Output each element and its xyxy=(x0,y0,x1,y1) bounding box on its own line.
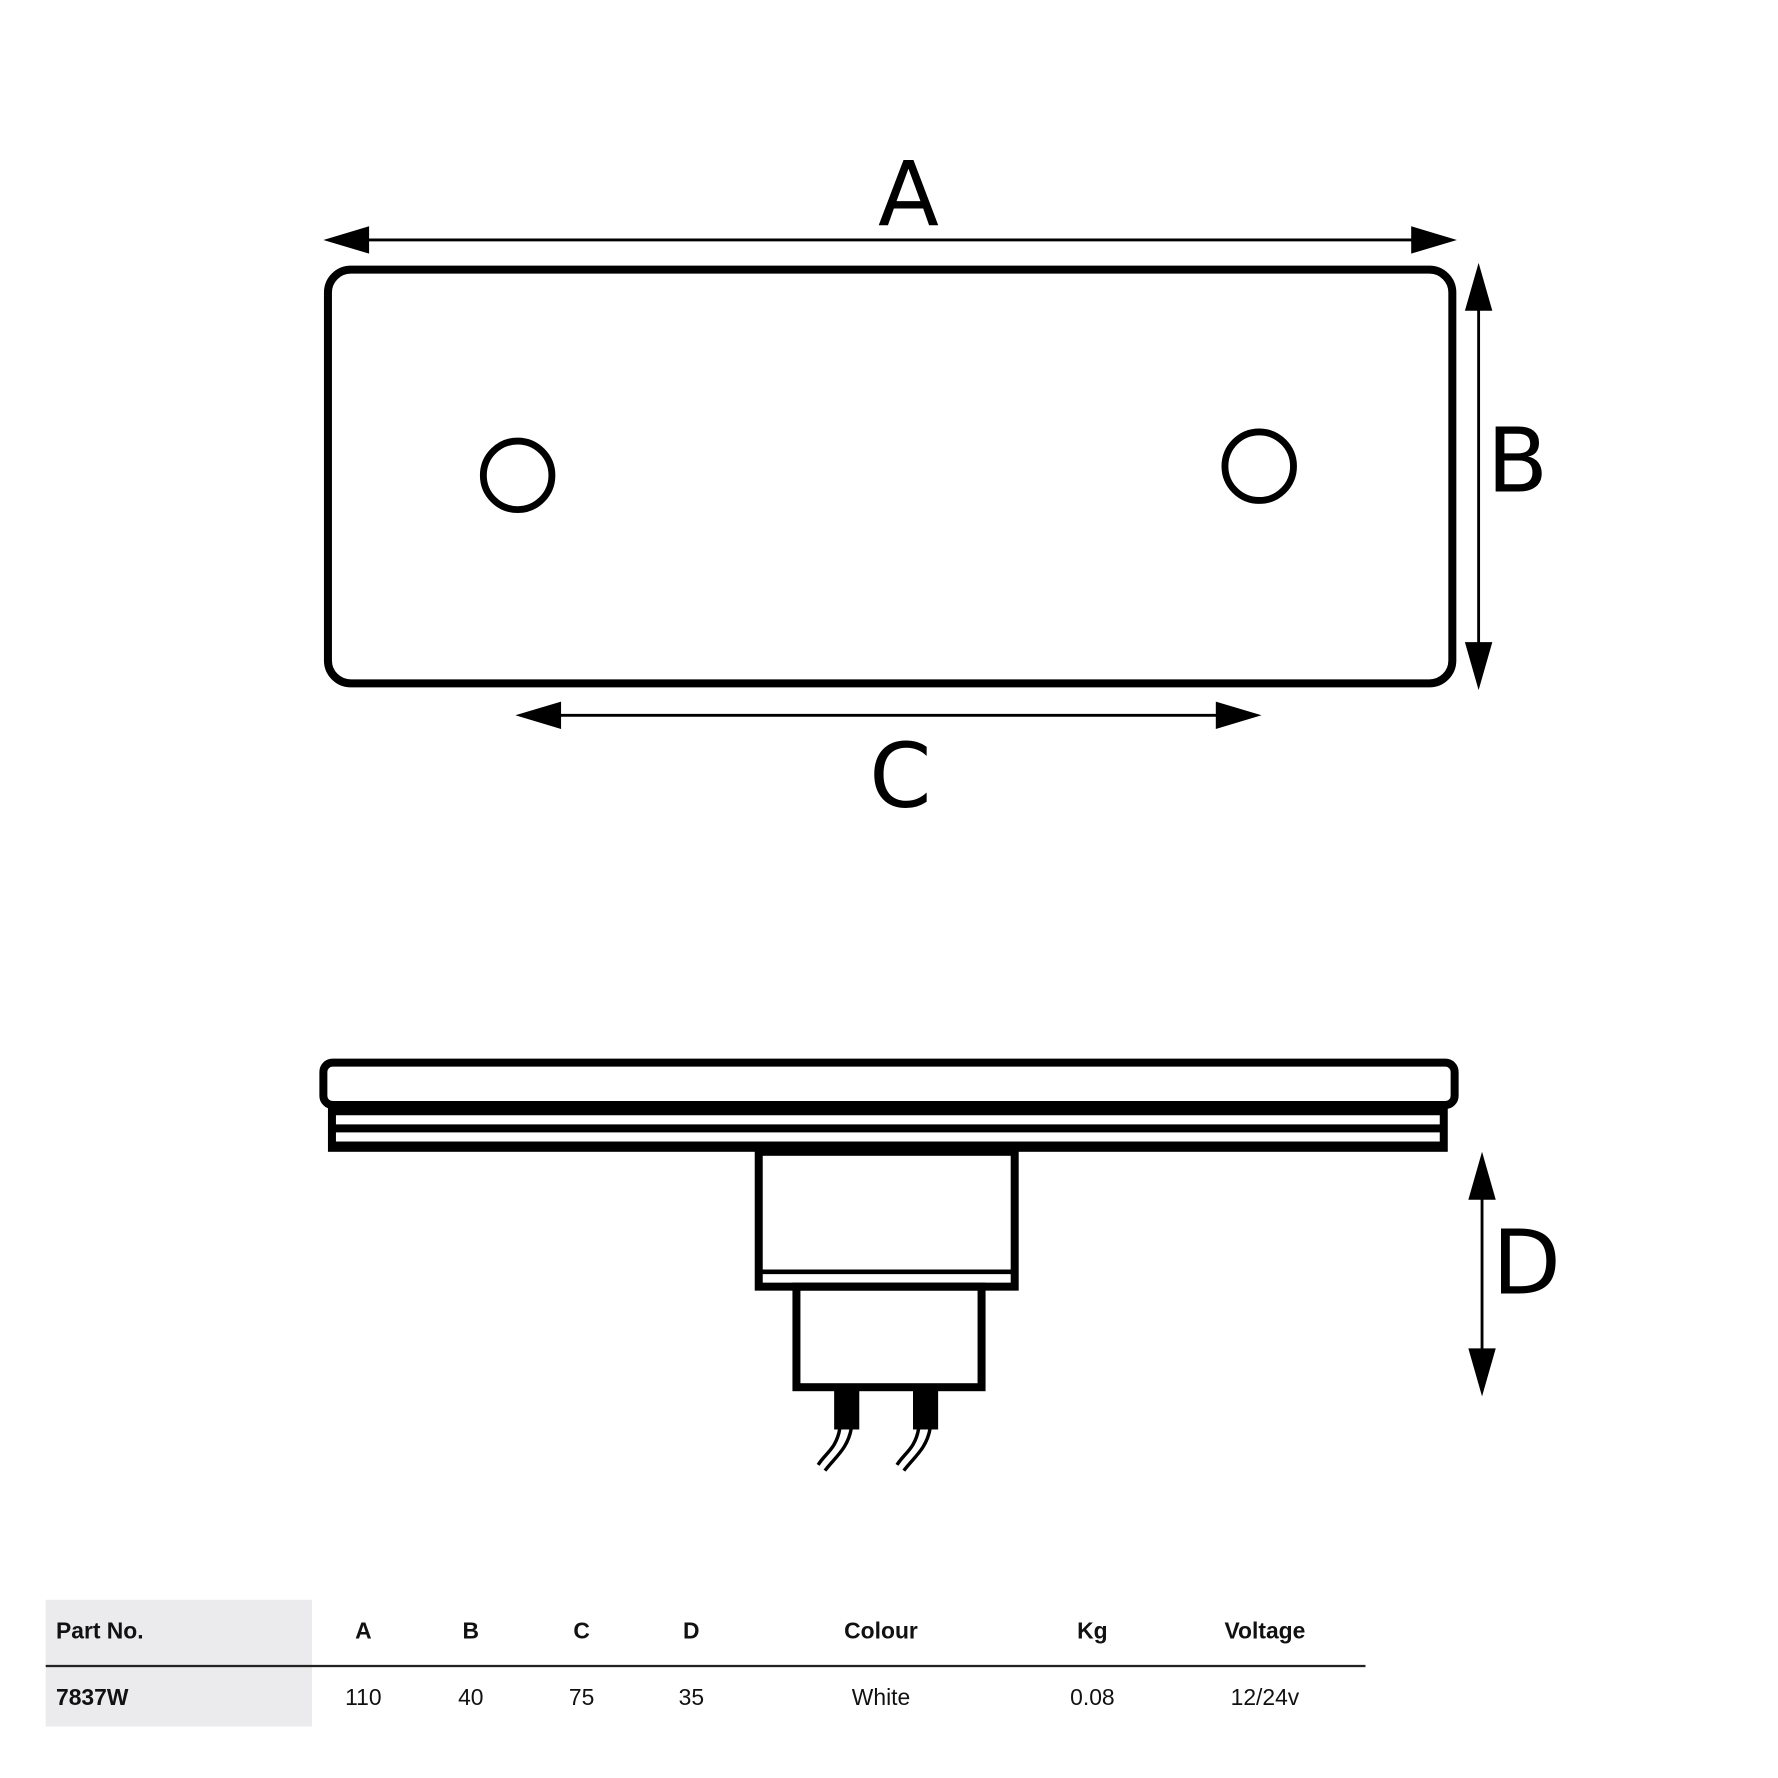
dimension-b-label: B xyxy=(1487,409,1548,513)
dimension-a-arrow xyxy=(323,226,1457,254)
cell-voltage: 12/24v xyxy=(1230,1685,1300,1711)
header-d: D xyxy=(683,1619,700,1645)
dimension-d-arrow xyxy=(1468,1151,1496,1397)
cell-kg: 0.08 xyxy=(1070,1685,1115,1711)
part-no-column-bg xyxy=(45,1599,312,1727)
header-c: C xyxy=(573,1619,590,1645)
cell-c: 75 xyxy=(568,1685,595,1711)
dimension-c-label: C xyxy=(869,725,931,829)
header-divider xyxy=(45,1664,1366,1667)
header-part-no: Part No. xyxy=(55,1619,144,1645)
cell-b: 40 xyxy=(458,1685,484,1711)
header-b: B xyxy=(462,1619,480,1645)
dimension-a-label: A xyxy=(878,143,939,247)
cell-colour: White xyxy=(851,1685,911,1711)
mounting-hole-right xyxy=(1221,428,1297,504)
top-view-body xyxy=(323,265,1457,688)
header-kg: Kg xyxy=(1077,1619,1108,1645)
dimension-c-arrow xyxy=(515,701,1262,730)
dimension-b-arrow xyxy=(1464,262,1493,691)
header-colour: Colour xyxy=(844,1619,918,1645)
cell-part-no: 7837W xyxy=(55,1685,129,1711)
header-voltage: Voltage xyxy=(1224,1619,1306,1645)
cell-a: 110 xyxy=(345,1685,382,1711)
cell-d: 35 xyxy=(678,1685,705,1711)
dimension-d-label: D xyxy=(1492,1212,1561,1316)
header-a: A xyxy=(355,1619,372,1645)
mounting-hole-left xyxy=(479,437,556,514)
side-view xyxy=(319,1058,1459,1472)
